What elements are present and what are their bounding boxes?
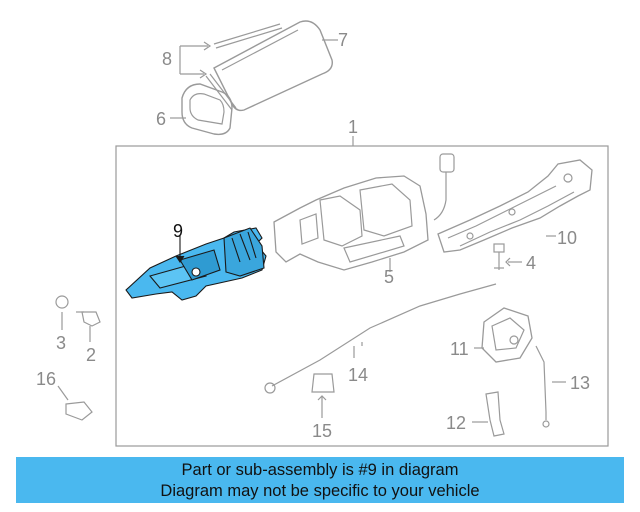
callout-16: 16	[36, 369, 57, 389]
callout-9[interactable]: 9	[173, 221, 184, 241]
part-9-bracket	[125, 227, 267, 301]
parts-diagram	[55, 20, 609, 447]
callout-2: 2	[86, 345, 97, 365]
callout-1: 1	[348, 117, 359, 137]
part-12-handle	[472, 391, 505, 437]
callout-15: 15	[312, 421, 333, 441]
callout-8: 8	[162, 49, 173, 69]
part-7-panel	[213, 20, 338, 112]
callout-12: 12	[446, 413, 467, 433]
callout-14: 14	[348, 365, 369, 385]
banner-line-2: Diagram may not be specific to your vehi…	[160, 482, 480, 500]
part-11-latch	[474, 307, 533, 363]
callout-6: 6	[156, 109, 167, 129]
part-15-clip	[311, 373, 335, 418]
part-14-cable	[264, 283, 497, 394]
part-2-bolt	[76, 311, 101, 342]
callout-3: 3	[56, 333, 67, 353]
banner-line-1: Part or sub-assembly is #9 in diagram	[181, 461, 459, 479]
callout-11: 11	[450, 339, 469, 359]
part-6-lens	[170, 83, 233, 136]
switch-cable	[433, 153, 455, 221]
part-5-bin	[273, 175, 429, 272]
part-8-strips	[179, 23, 283, 111]
part-16-clip	[57, 385, 93, 421]
callout-10: 10	[557, 228, 578, 248]
callout-13: 13	[570, 373, 591, 393]
callout-4: 4	[526, 253, 537, 273]
callout-5: 5	[384, 267, 395, 287]
part-10-bar	[437, 159, 593, 253]
part-3-washer	[55, 295, 69, 330]
part-4-screw	[493, 243, 522, 270]
part-13-rod	[535, 345, 566, 428]
callout-7: 7	[338, 30, 349, 50]
assembly-frame	[115, 145, 609, 447]
info-banner: Part or sub-assembly is #9 in diagram Di…	[16, 457, 624, 503]
